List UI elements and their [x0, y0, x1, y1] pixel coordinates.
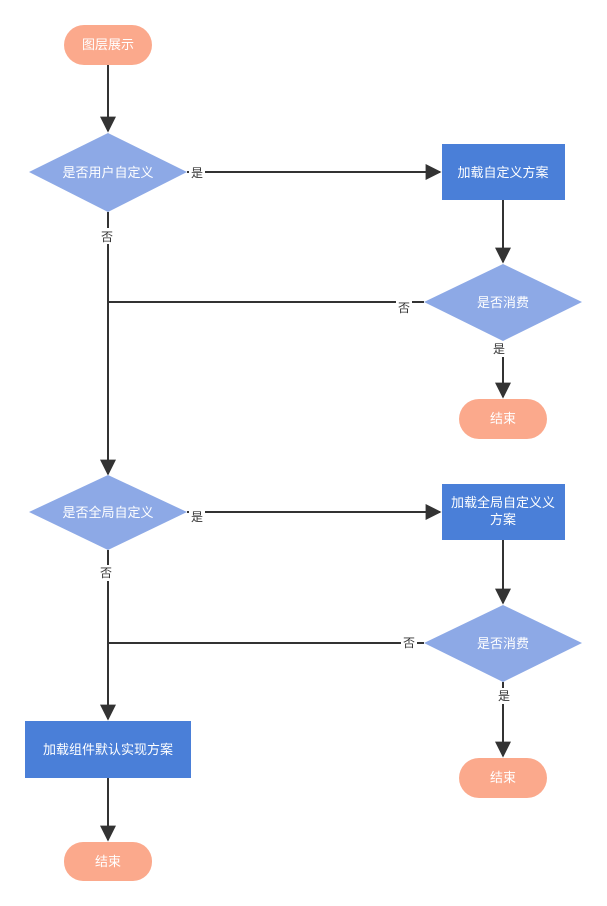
end-terminal-2: 结束: [459, 758, 547, 798]
process-load-global-plan: 加载全局自定义义 方案: [442, 484, 565, 540]
end-terminal-2-label: 结束: [490, 771, 516, 786]
end-terminal-3-label: 结束: [95, 855, 121, 870]
process-load-custom-plan-label: 加载自定义方案: [457, 165, 548, 181]
edge-label-user-custom-yes: 是: [191, 166, 203, 180]
decision-consume-1: 是否消费: [424, 264, 582, 341]
edge-labels: 是 否 否 是 是 否 否 是: [98, 164, 512, 704]
start-terminal-label: 图层展示: [82, 38, 134, 53]
end-terminal-1-label: 结束: [490, 412, 516, 427]
process-load-default-plan: 加载组件默认实现方案: [25, 721, 191, 778]
decision-user-custom: 是否用户自定义: [29, 133, 187, 212]
end-terminal-3: 结束: [64, 842, 152, 881]
process-load-default-plan-label: 加载组件默认实现方案: [43, 742, 173, 758]
decision-user-custom-label: 是否用户自定义: [62, 165, 153, 181]
start-terminal: 图层展示: [64, 25, 152, 65]
edge-label-consume-2-no: 否: [403, 636, 415, 650]
process-load-global-plan-label-line2: 方案: [490, 512, 516, 528]
decision-global-custom-label: 是否全局自定义: [62, 505, 153, 521]
process-load-custom-plan: 加载自定义方案: [442, 144, 565, 200]
nodes: 图层展示 是否用户自定义 加载自定义方案 是否消费 结束 是否全局自定义: [25, 25, 582, 881]
decision-global-custom: 是否全局自定义: [29, 475, 187, 550]
edge-label-global-custom-no: 否: [100, 566, 112, 580]
edge-label-user-custom-no: 否: [101, 230, 113, 244]
decision-consume-1-label: 是否消费: [477, 296, 529, 311]
edge-label-global-custom-yes: 是: [191, 510, 203, 524]
decision-consume-2-label: 是否消费: [477, 637, 529, 652]
process-load-global-plan-label-line1: 加载全局自定义义: [451, 495, 555, 511]
edge-label-consume-2-yes: 是: [498, 689, 510, 703]
edge-label-consume-1-yes: 是: [493, 342, 505, 356]
end-terminal-1: 结束: [459, 399, 547, 439]
edge-label-consume-1-no: 否: [398, 301, 410, 315]
decision-consume-2: 是否消费: [424, 605, 582, 682]
